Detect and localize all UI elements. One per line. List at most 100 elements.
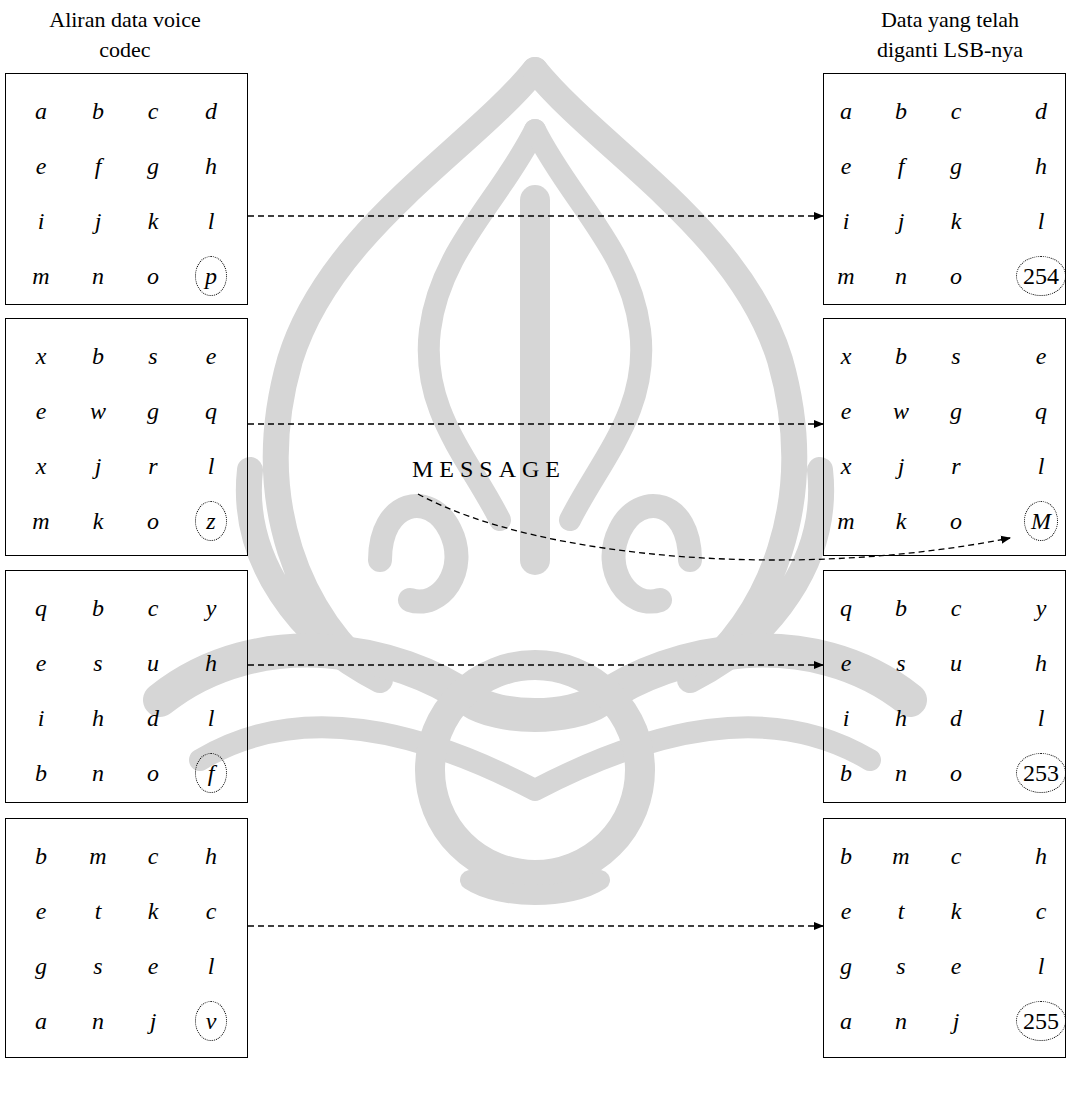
codec-symbol: m (837, 264, 854, 288)
codec-frame-box: bmchetkcgselanjv (5, 818, 248, 1058)
codec-symbol: l (208, 706, 215, 730)
codec-symbol: b (35, 761, 47, 785)
codec-symbol: l (1038, 454, 1045, 478)
codec-symbol: e (841, 651, 852, 675)
codec-symbol: n (92, 264, 104, 288)
codec-symbol: c (148, 844, 159, 868)
codec-symbol: l (1038, 706, 1045, 730)
codec-symbol: w (90, 399, 106, 423)
codec-symbol: r (148, 454, 157, 478)
codec-symbol: m (837, 509, 854, 533)
codec-symbol: d (147, 706, 159, 730)
codec-symbol: m (89, 844, 106, 868)
codec-symbol: d (205, 99, 217, 123)
message-label: MESSAGE (412, 456, 566, 483)
codec-symbol: g (147, 154, 159, 178)
codec-symbol: k (93, 509, 104, 533)
codec-symbol: s (148, 344, 157, 368)
codec-symbol: h (895, 706, 907, 730)
stream-arrow (248, 215, 823, 216)
codec-symbol: e (36, 651, 47, 675)
codec-symbol: u (147, 651, 159, 675)
codec-symbol: c (951, 844, 962, 868)
codec-symbol: n (92, 1009, 104, 1033)
codec-symbol: n (92, 761, 104, 785)
codec-symbol: q (1035, 399, 1047, 423)
codec-symbol: d (950, 706, 962, 730)
codec-symbol: h (1035, 844, 1047, 868)
codec-symbol: a (840, 99, 852, 123)
codec-symbol: s (93, 651, 102, 675)
codec-frame-box: qbcyesuhihdlbno253 (823, 570, 1066, 803)
codec-symbol: e (206, 344, 217, 368)
codec-symbol: m (32, 509, 49, 533)
codec-symbol: l (208, 454, 215, 478)
codec-symbol: d (1035, 99, 1047, 123)
codec-frame-box: xbseewgqxjrlmkoz (5, 318, 248, 556)
codec-symbol: e (148, 954, 159, 978)
codec-symbol: i (843, 209, 850, 233)
column-heading: Aliran data voice codec (25, 5, 225, 65)
codec-symbol: q (35, 596, 47, 620)
codec-symbol: j (95, 209, 102, 233)
codec-symbol: q (840, 596, 852, 620)
codec-frame-box: bmchetkcgselanj255 (823, 818, 1066, 1058)
codec-symbol: y (206, 596, 217, 620)
codec-symbol: b (92, 344, 104, 368)
codec-frame-box: abcdefghijklmno254 (823, 73, 1066, 305)
codec-symbol: h (92, 706, 104, 730)
codec-symbol: b (35, 844, 47, 868)
codec-symbol: c (951, 99, 962, 123)
codec-symbol: w (893, 399, 909, 423)
message-arrow (418, 494, 1010, 560)
codec-symbol: n (895, 1009, 907, 1033)
codec-symbol: l (1038, 209, 1045, 233)
codec-symbol: g (147, 399, 159, 423)
codec-symbol: p (205, 264, 217, 288)
codec-symbol: u (950, 651, 962, 675)
codec-symbol: f (208, 761, 215, 785)
codec-symbol: y (1036, 596, 1047, 620)
codec-symbol: j (150, 1009, 157, 1033)
codec-symbol: q (205, 399, 217, 423)
codec-symbol: m (892, 844, 909, 868)
codec-symbol: e (36, 399, 47, 423)
codec-symbol: k (951, 209, 962, 233)
codec-symbol: h (1035, 651, 1047, 675)
codec-symbol: n (895, 761, 907, 785)
codec-symbol: c (148, 99, 159, 123)
codec-symbol: c (206, 899, 217, 923)
codec-symbol: b (92, 99, 104, 123)
codec-symbol: k (896, 509, 907, 533)
codec-symbol: b (840, 761, 852, 785)
codec-symbol: k (148, 899, 159, 923)
codec-frame-box: xbseewgqxjrlmkoM (823, 318, 1066, 556)
codec-symbol: e (1036, 344, 1047, 368)
codec-symbol: a (35, 99, 47, 123)
codec-symbol: e (36, 899, 47, 923)
codec-symbol: b (895, 99, 907, 123)
codec-symbol: v (206, 1009, 217, 1033)
codec-symbol: o (147, 761, 159, 785)
codec-symbol: r (951, 454, 960, 478)
codec-symbol: b (92, 596, 104, 620)
codec-symbol: c (951, 596, 962, 620)
codec-symbol: e (36, 154, 47, 178)
lsb-value: 254 (1023, 264, 1059, 288)
codec-symbol: s (896, 954, 905, 978)
codec-symbol: t (95, 899, 102, 923)
codec-symbol: g (950, 399, 962, 423)
codec-symbol: l (208, 209, 215, 233)
codec-symbol: x (36, 344, 47, 368)
codec-symbol: s (896, 651, 905, 675)
codec-symbol: e (951, 954, 962, 978)
codec-frame-box: qbcyesuhihdlbnof (5, 570, 248, 803)
codec-symbol: o (147, 264, 159, 288)
codec-symbol: x (841, 454, 852, 478)
codec-symbol: o (147, 509, 159, 533)
codec-symbol: s (93, 954, 102, 978)
codec-symbol: j (95, 454, 102, 478)
codec-symbol: e (841, 899, 852, 923)
